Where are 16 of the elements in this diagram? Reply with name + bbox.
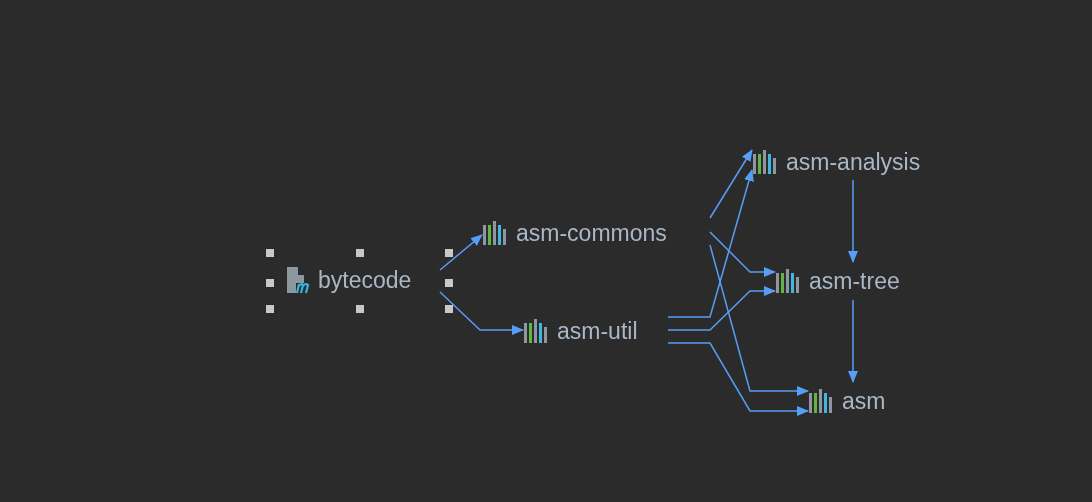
- arrow: [848, 179, 858, 263]
- node-label: bytecode: [318, 266, 412, 294]
- node-label: asm: [842, 387, 886, 415]
- node-label: asm-util: [557, 317, 638, 345]
- arrow: [667, 169, 754, 318]
- arrow: [667, 342, 809, 416]
- arrow: [709, 231, 776, 277]
- arrow: [439, 291, 524, 335]
- arrow: [848, 299, 858, 383]
- arrow: [667, 286, 776, 331]
- node-label: asm-commons: [516, 219, 667, 247]
- arrow: [709, 244, 809, 396]
- node-label: asm-tree: [809, 267, 900, 295]
- node-label: asm-analysis: [786, 148, 921, 176]
- arrow: [709, 149, 753, 219]
- arrow: [439, 234, 483, 271]
